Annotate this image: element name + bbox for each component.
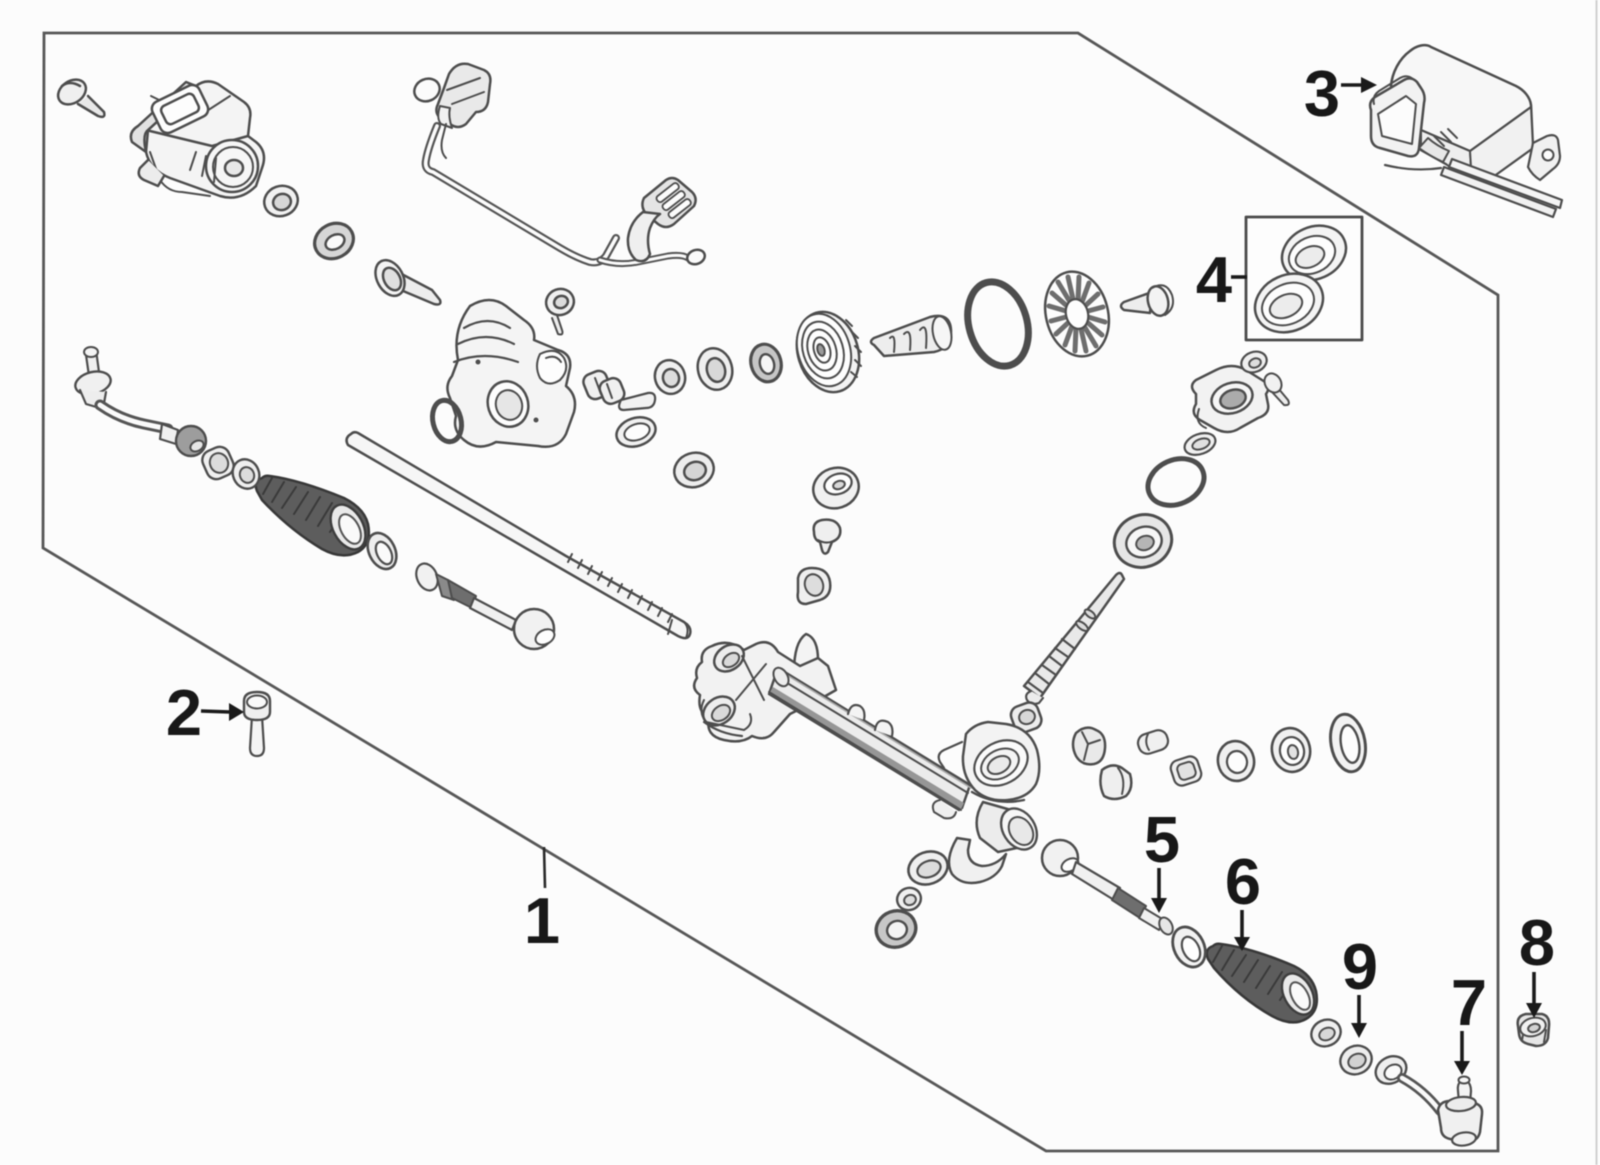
svg-text:4: 4	[1196, 243, 1232, 316]
svg-text:9: 9	[1342, 930, 1378, 1003]
svg-text:7: 7	[1451, 966, 1487, 1039]
svg-text:8: 8	[1519, 906, 1555, 979]
svg-text:5: 5	[1144, 803, 1180, 876]
svg-text:1: 1	[524, 884, 560, 957]
svg-text:3: 3	[1304, 57, 1340, 130]
svg-text:6: 6	[1225, 845, 1261, 918]
svg-text:2: 2	[166, 676, 202, 749]
